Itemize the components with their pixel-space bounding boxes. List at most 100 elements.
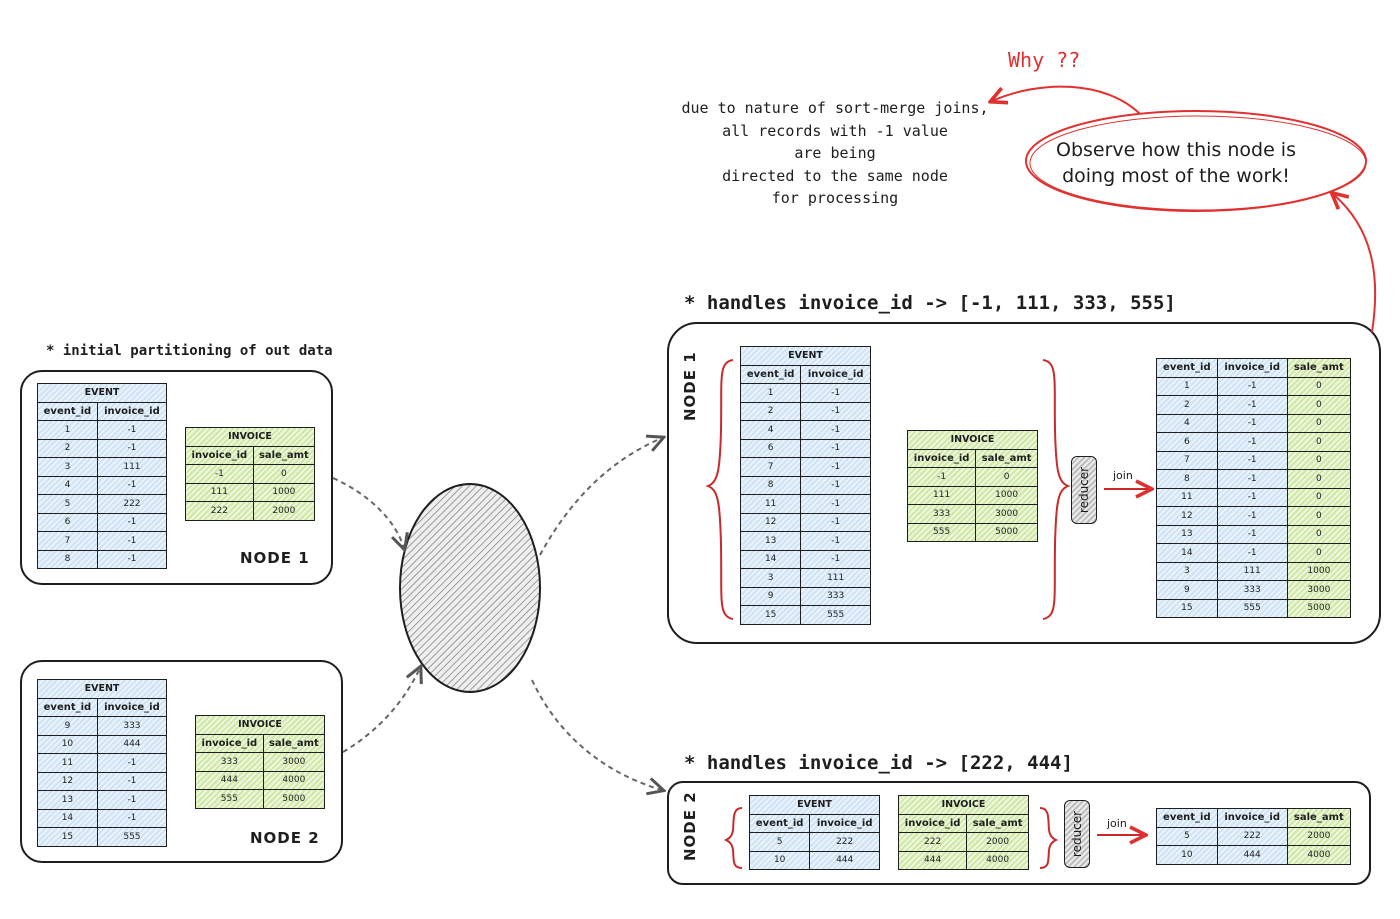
table-cell: 14 — [1156, 543, 1218, 563]
arrow-shuffle-to-node1 — [539, 438, 662, 556]
table-cell: 555 — [906, 522, 977, 542]
table-cell: -1 — [800, 475, 871, 495]
table-cell: 12 — [37, 771, 98, 791]
table-cell: 333 — [906, 504, 977, 524]
observe-line: doing most of the work! — [1062, 165, 1290, 187]
table-cell: -1 — [800, 494, 871, 514]
table-cell: -1 — [800, 549, 871, 569]
table-cell: -1 — [96, 420, 168, 440]
explanation-line: for processing — [771, 189, 899, 207]
column-header: event_id — [1156, 808, 1218, 828]
table-cell: 2 — [739, 401, 802, 421]
table-cell: 4 — [37, 475, 98, 495]
explanation-line: are being — [794, 144, 876, 162]
table-cell: 2000 — [966, 832, 1029, 852]
table-cell: 555 — [96, 827, 168, 847]
table-row: 2-1 — [37, 438, 168, 458]
reducer-label: reducer — [1070, 810, 1084, 858]
table-cell: 5 — [748, 832, 811, 852]
table-row: 4-1 — [37, 475, 168, 495]
table-cell: -1 — [1216, 376, 1288, 396]
column-header: sale_amt — [262, 733, 326, 753]
table-cell: 5 — [37, 494, 98, 514]
table-cell: 6 — [1156, 432, 1218, 452]
table-cell: 444 — [195, 770, 264, 790]
column-header: sale_amt — [1286, 358, 1352, 378]
table-cell: 15 — [1156, 598, 1218, 618]
arrow-shuffle-to-node2 — [531, 679, 662, 790]
table-cell: 0 — [1286, 487, 1352, 507]
right-node2-label: NODE 2 — [681, 791, 699, 861]
table-cell: 6 — [37, 512, 98, 532]
table-title: EVENT — [740, 346, 871, 366]
right-node1-reducer: reducer — [1071, 456, 1097, 524]
table-cell: 15 — [739, 605, 802, 625]
table-cell: -1 — [800, 383, 871, 403]
table-row: 8-1 — [739, 475, 871, 495]
column-header: invoice_id — [96, 401, 168, 421]
table-cell: 13 — [1156, 524, 1218, 544]
table-cell: -1 — [906, 467, 977, 487]
table-cell: 12 — [1156, 506, 1218, 526]
table-row: 14-1 — [739, 549, 871, 569]
column-header: invoice_id — [809, 813, 880, 833]
table-cell: 7 — [37, 531, 98, 551]
right-node1-caption: * handles invoice_id -> [-1, 111, 333, 5… — [684, 292, 1176, 314]
table-cell: -1 — [800, 401, 871, 421]
table-cell: 444 — [809, 850, 880, 870]
table-cell: 333 — [800, 586, 871, 606]
right-node2-caption: * handles invoice_id -> [222, 444] — [684, 752, 1073, 774]
table-cell: 222 — [897, 832, 968, 852]
table-title: INVOICE — [898, 795, 1029, 815]
table-cell: 4000 — [1286, 845, 1352, 865]
table-cell: 13 — [37, 790, 98, 810]
table-cell: -1 — [1216, 432, 1288, 452]
arrow-node1-to-callout — [1333, 194, 1377, 333]
column-header: invoice_id — [185, 445, 254, 465]
table-row: 11-1 — [37, 753, 168, 773]
column-header: invoice_id — [1216, 808, 1288, 828]
column-header: invoice_id — [906, 448, 977, 468]
table-cell: 1 — [37, 420, 98, 440]
table-cell: 555 — [195, 789, 264, 809]
table-title: INVOICE — [907, 430, 1038, 450]
column-header: invoice_id — [1216, 358, 1288, 378]
table-cell: 3000 — [262, 752, 326, 772]
initial-partitioning-caption: * initial partitioning of out data — [46, 343, 333, 359]
table-cell: 13 — [739, 531, 802, 551]
table-cell: -1 — [800, 438, 871, 458]
table-cell: 333 — [195, 752, 264, 772]
table-cell: 10 — [1156, 845, 1218, 865]
table-row: 12-1 — [739, 512, 871, 532]
table-cell: 0 — [1286, 524, 1352, 544]
table-cell: 3 — [739, 568, 802, 588]
table-cell: 5000 — [1286, 598, 1352, 618]
table-cell: 555 — [800, 605, 871, 625]
left-node1-label: NODE 1 — [240, 549, 310, 567]
table-cell: 3 — [1156, 561, 1218, 581]
table-cell: 1000 — [1286, 561, 1352, 581]
table-cell: -1 — [96, 531, 168, 551]
table-cell: 5000 — [975, 522, 1038, 542]
table-cell: 444 — [96, 734, 168, 754]
column-header: invoice_id — [195, 733, 264, 753]
table-cell: -1 — [800, 457, 871, 477]
explanation-line: directed to the same node — [722, 166, 948, 185]
